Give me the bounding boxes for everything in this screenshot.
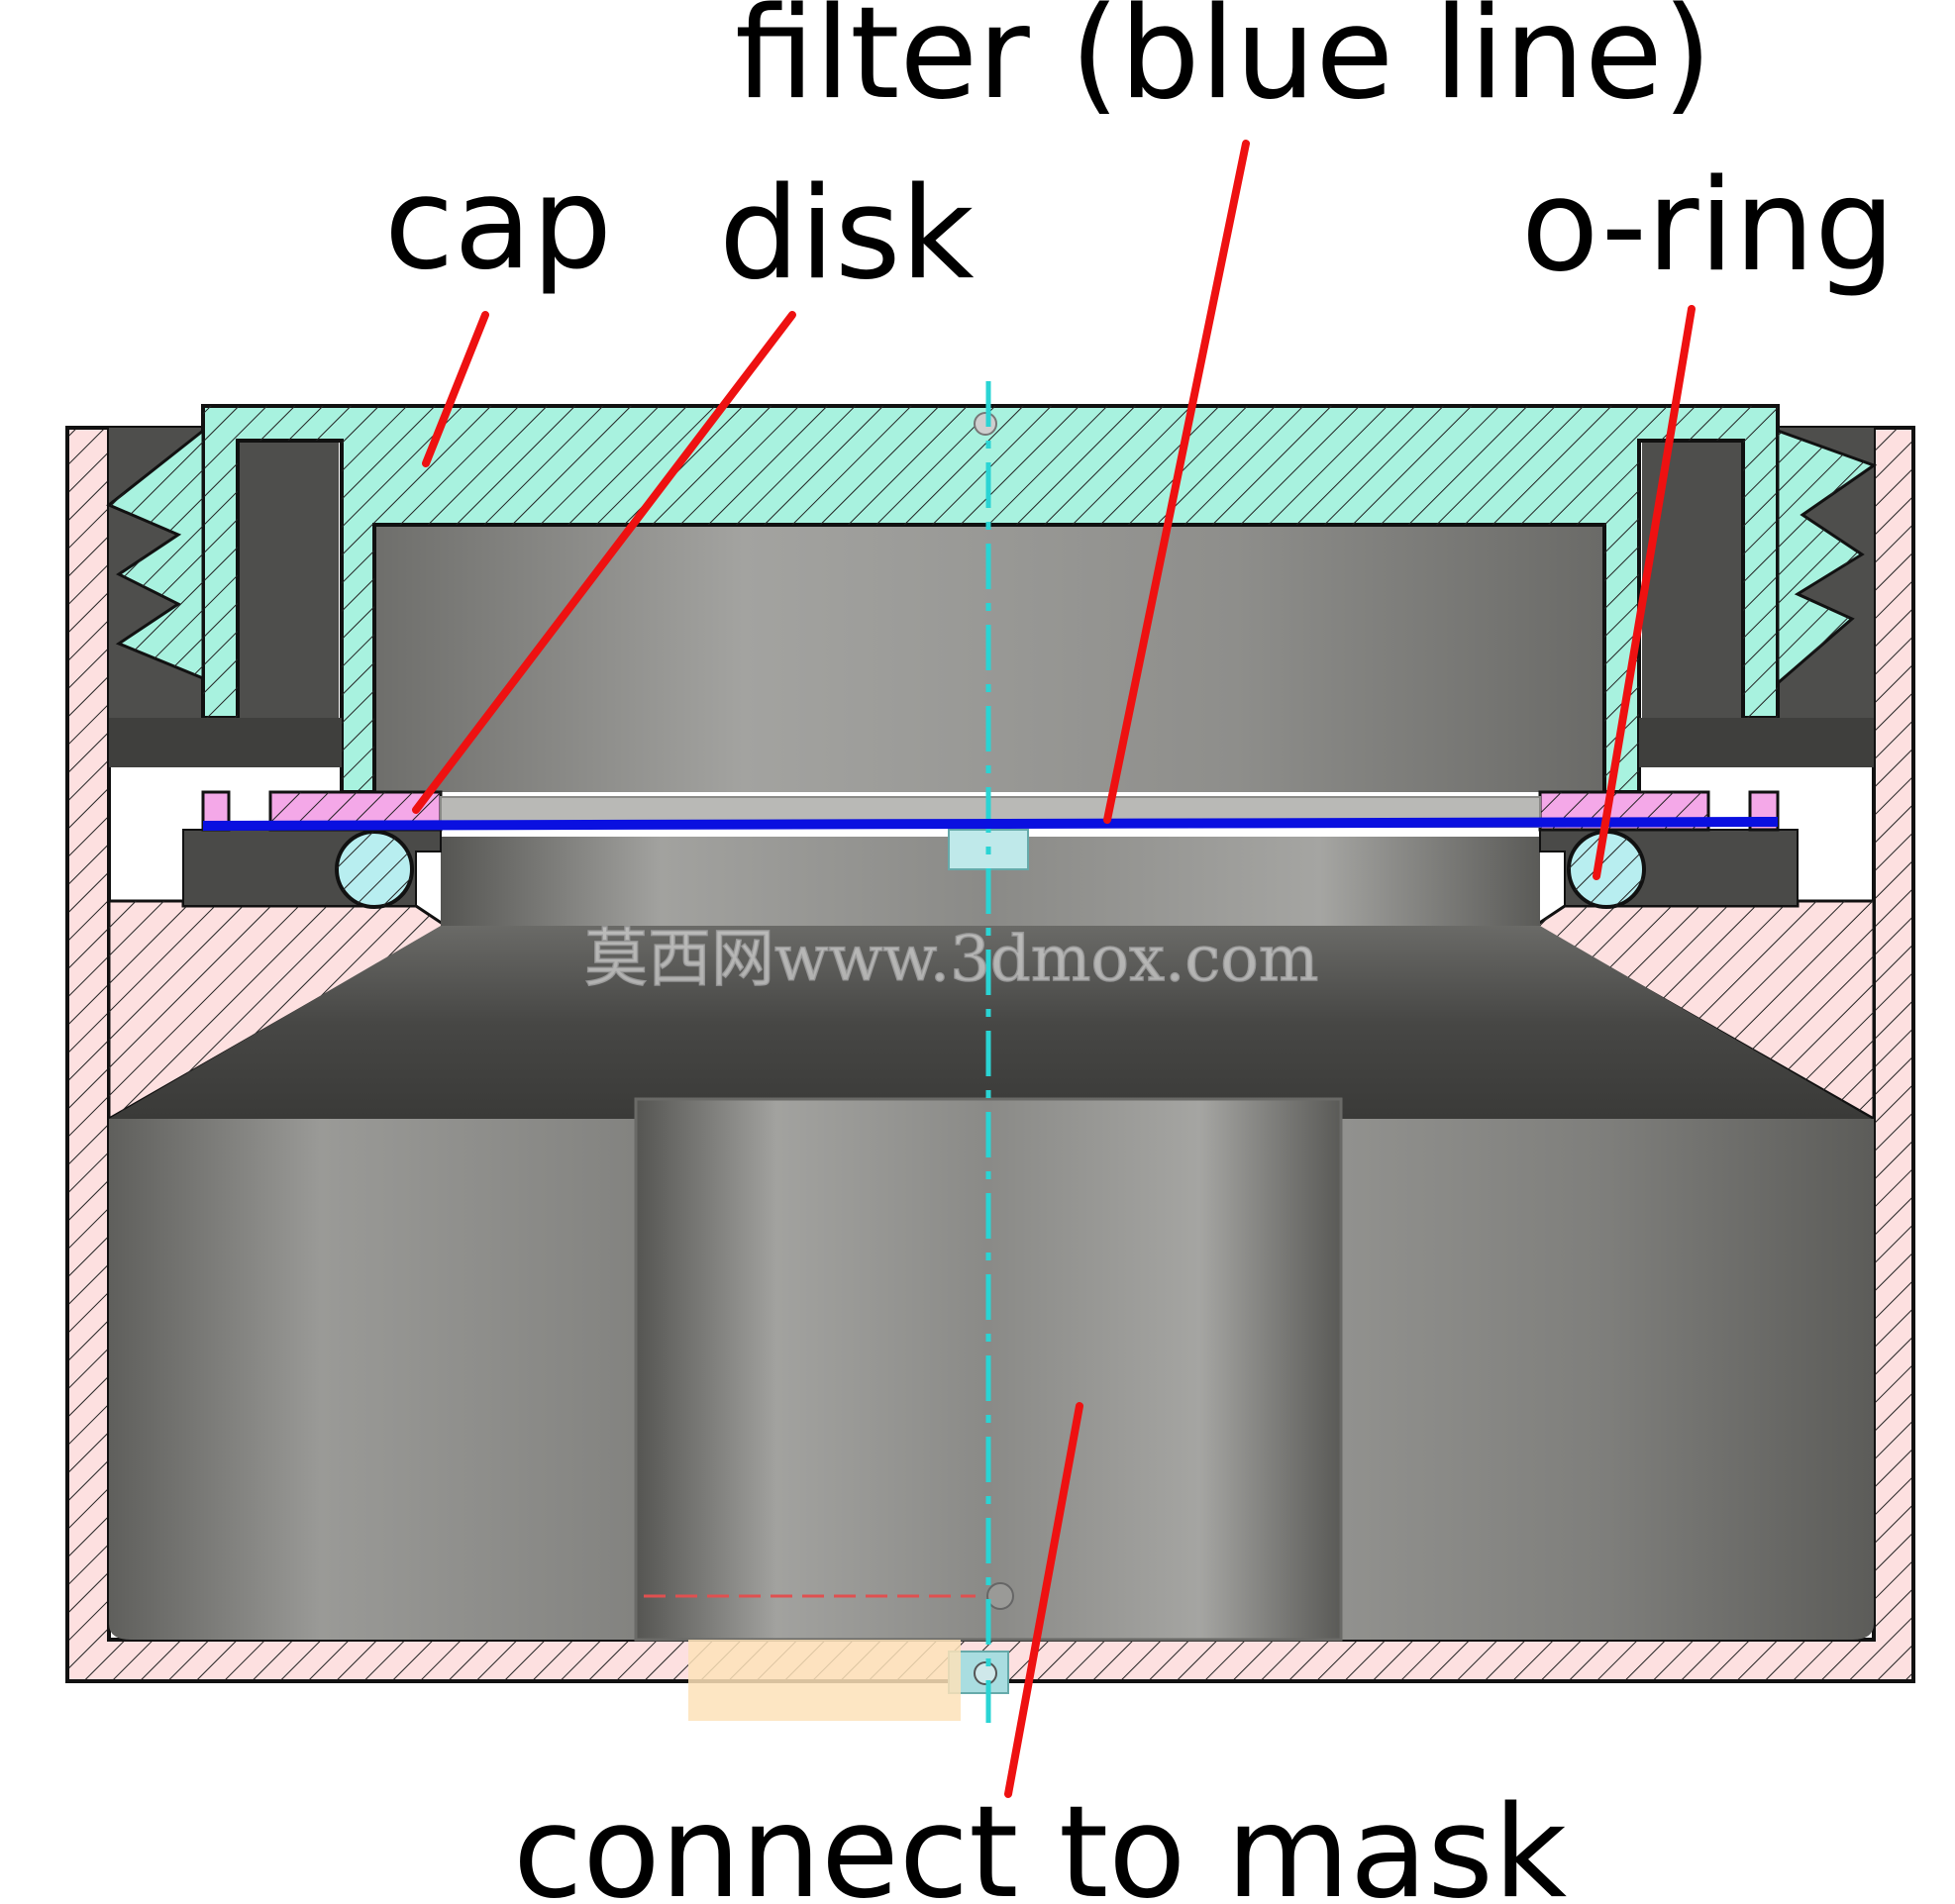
label-filter: filter (blue line) bbox=[735, 0, 1712, 128]
cap-body-hatch bbox=[203, 406, 1778, 792]
oring-right-hatch bbox=[1569, 832, 1644, 907]
funnel bbox=[109, 926, 1872, 1119]
housing-shoulder-right-hatch bbox=[1535, 901, 1874, 1119]
housing-step-right bbox=[1639, 718, 1874, 767]
cap-part bbox=[106, 404, 1878, 794]
label-disk: disk bbox=[719, 160, 975, 308]
leader-filter bbox=[1103, 140, 1250, 824]
bottom-tab bbox=[688, 1640, 961, 1721]
oring-part bbox=[335, 830, 1646, 909]
leader-disk bbox=[412, 311, 796, 814]
housing-step-left bbox=[109, 718, 342, 767]
label-oring: o-ring bbox=[1521, 152, 1895, 300]
oring-left-hatch bbox=[337, 832, 412, 907]
leader-oring bbox=[1593, 305, 1696, 880]
origin-point-mid bbox=[986, 1582, 1014, 1610]
leader-connect bbox=[1004, 1402, 1083, 1798]
cap-thread-right-hatch bbox=[1778, 431, 1874, 683]
housing-shoulder-left-hatch bbox=[109, 901, 446, 1119]
filter-line bbox=[202, 817, 1779, 831]
leader-cap bbox=[422, 311, 489, 467]
origin-point-bottom bbox=[974, 1661, 997, 1685]
label-connect: connect to mask bbox=[513, 1779, 1567, 1904]
watermark-text: 莫西网www.3dmox.com bbox=[584, 923, 1319, 996]
origin-point-top bbox=[974, 412, 997, 436]
label-cap: cap bbox=[384, 150, 612, 298]
cap-thread-left-hatch bbox=[109, 431, 203, 678]
leader-lines bbox=[412, 140, 1696, 1798]
